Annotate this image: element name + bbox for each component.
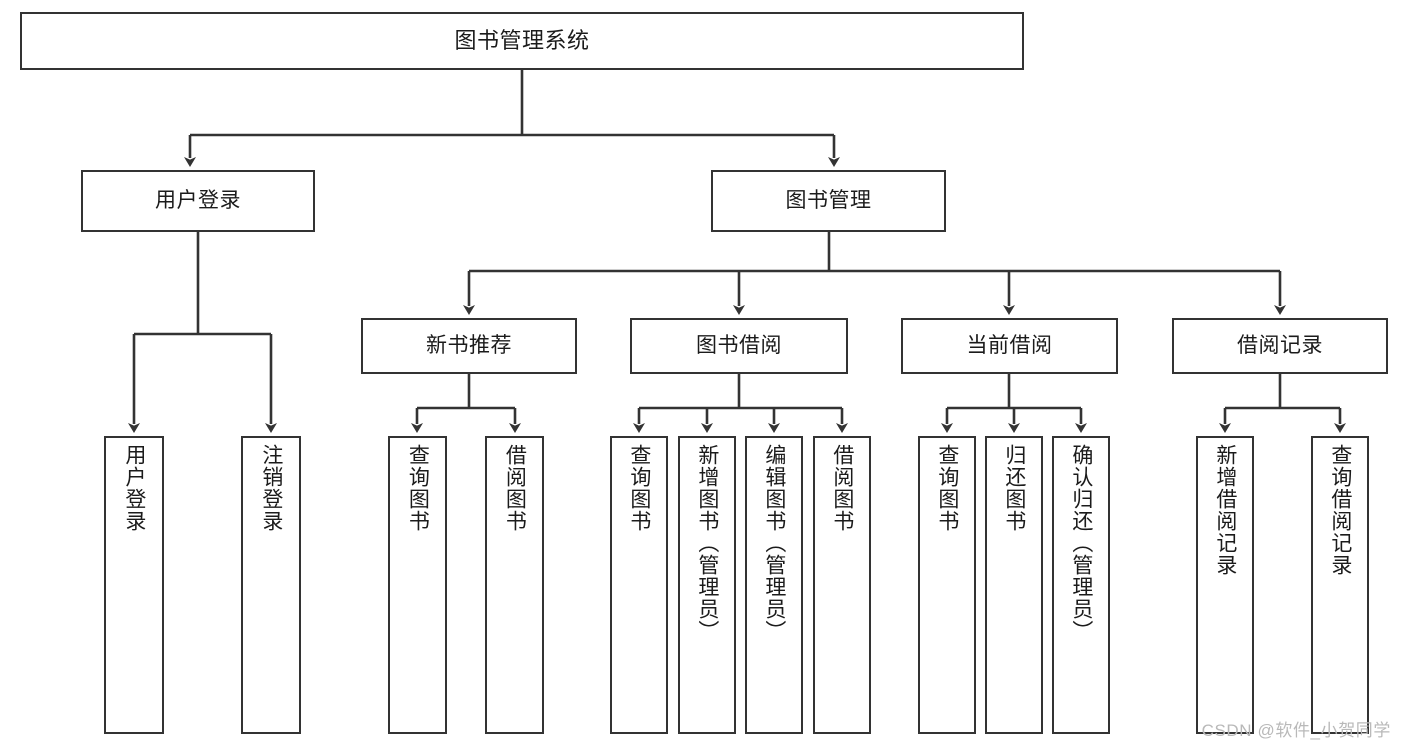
node-root[interactable]: 图书管理系统 <box>20 12 1024 70</box>
node-leaf-query-record[interactable]: 查询借阅记录 <box>1311 436 1369 734</box>
node-leaf-borrow-book-1[interactable]: 借阅图书 <box>485 436 544 734</box>
node-leaf-query-book-3[interactable]: 查询图书 <box>918 436 976 734</box>
node-leaf-confirm-return[interactable]: 确认归还（管理员） <box>1052 436 1110 734</box>
node-book-borrow-label: 图书借阅 <box>696 333 782 357</box>
node-leaf-logout[interactable]: 注销登录 <box>241 436 301 734</box>
node-current-borrow-label: 当前借阅 <box>966 333 1053 357</box>
node-borrow-record[interactable]: 借阅记录 <box>1172 318 1388 374</box>
node-leaf-return-book[interactable]: 归还图书 <box>985 436 1043 734</box>
node-new-book-rec[interactable]: 新书推荐 <box>361 318 577 374</box>
node-leaf-user-login[interactable]: 用户登录 <box>104 436 164 734</box>
node-leaf-query-book-3-label: 查询图书 <box>935 444 959 532</box>
node-root-label: 图书管理系统 <box>454 28 590 54</box>
node-leaf-user-login-label: 用户登录 <box>122 444 146 532</box>
node-leaf-query-book-1[interactable]: 查询图书 <box>388 436 447 734</box>
node-leaf-query-record-label: 查询借阅记录 <box>1328 444 1352 576</box>
node-leaf-confirm-return-label: 确认归还（管理员） <box>1069 444 1093 642</box>
watermark-text: CSDN @软件_小贺同学 <box>1201 721 1391 740</box>
node-new-book-rec-label: 新书推荐 <box>426 333 512 357</box>
node-leaf-edit-book[interactable]: 编辑图书（管理员） <box>745 436 803 734</box>
node-leaf-query-book-1-label: 查询图书 <box>406 444 430 532</box>
node-leaf-query-book-2[interactable]: 查询图书 <box>610 436 668 734</box>
node-user-login-label: 用户登录 <box>155 188 241 212</box>
node-leaf-add-record[interactable]: 新增借阅记录 <box>1196 436 1254 734</box>
node-book-manage-label: 图书管理 <box>785 188 872 212</box>
node-current-borrow[interactable]: 当前借阅 <box>901 318 1118 374</box>
node-leaf-return-book-label: 归还图书 <box>1002 444 1026 532</box>
node-book-borrow[interactable]: 图书借阅 <box>630 318 848 374</box>
node-leaf-borrow-book-2-label: 借阅图书 <box>830 444 854 532</box>
node-leaf-add-book-label: 新增图书（管理员） <box>695 444 719 642</box>
node-leaf-borrow-book-1-label: 借阅图书 <box>503 444 527 532</box>
node-user-login[interactable]: 用户登录 <box>81 170 315 232</box>
node-leaf-add-record-label: 新增借阅记录 <box>1213 444 1237 576</box>
node-book-manage[interactable]: 图书管理 <box>711 170 946 232</box>
node-leaf-query-book-2-label: 查询图书 <box>627 444 651 532</box>
node-leaf-edit-book-label: 编辑图书（管理员） <box>762 444 786 642</box>
node-leaf-logout-label: 注销登录 <box>259 444 283 532</box>
node-leaf-borrow-book-2[interactable]: 借阅图书 <box>813 436 871 734</box>
node-borrow-record-label: 借阅记录 <box>1237 333 1323 357</box>
node-leaf-add-book[interactable]: 新增图书（管理员） <box>678 436 736 734</box>
